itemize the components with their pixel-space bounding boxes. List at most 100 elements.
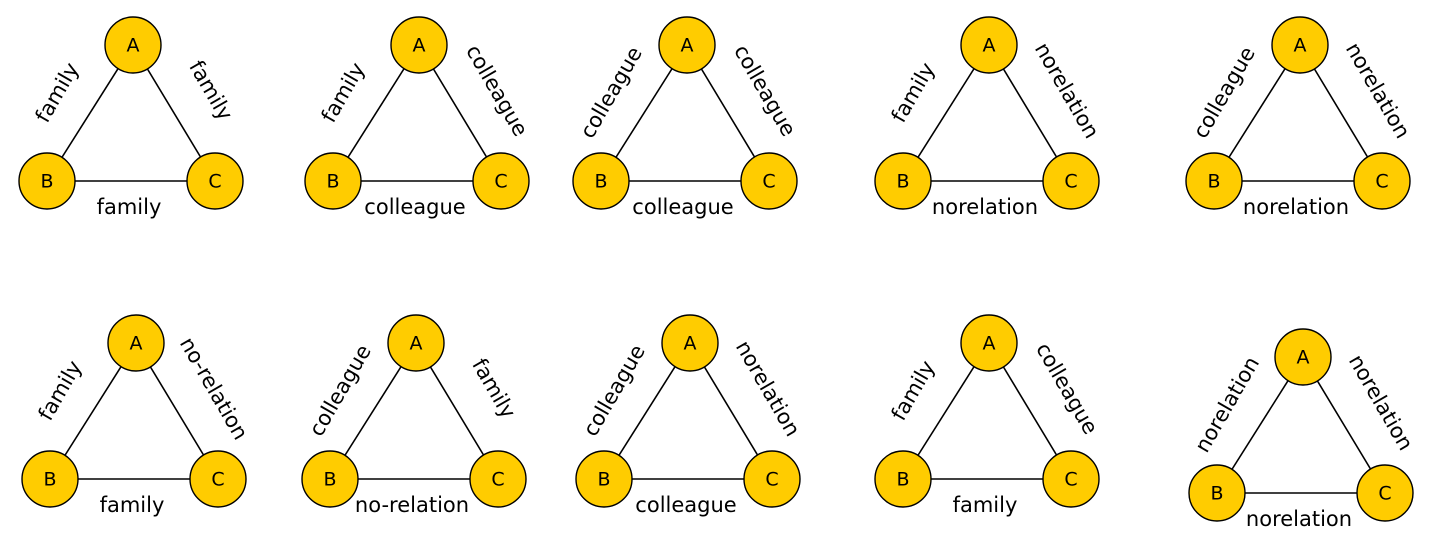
node-label-b: B [323, 469, 336, 491]
edge-label-a-c: colleague [461, 41, 532, 141]
edge-label-a-b: family [34, 356, 87, 424]
node-a [661, 314, 719, 372]
node-label-a: A [127, 35, 140, 57]
node-c [1042, 152, 1100, 210]
edge-label-b-c: colleague [635, 493, 736, 517]
node-a [1274, 328, 1332, 386]
edge-label-a-c: norelation [731, 337, 805, 441]
node-label-c: C [208, 171, 221, 193]
node-label-c: C [494, 171, 507, 193]
node-label-c: C [1375, 171, 1388, 193]
node-b [18, 152, 76, 210]
edge-label-b-c: family [100, 493, 165, 517]
node-label-a: A [413, 35, 426, 57]
node-c [472, 152, 530, 210]
node-a [104, 16, 162, 74]
edge-label-a-b: family [31, 58, 84, 126]
node-a [390, 16, 448, 74]
node-c [1353, 152, 1411, 210]
node-label-b: B [896, 469, 909, 491]
node-b [874, 152, 932, 210]
node-label-a: A [681, 35, 694, 57]
node-label-b: B [326, 171, 339, 193]
edge-label-b-c: colleague [364, 195, 465, 219]
node-label-c: C [491, 469, 504, 491]
edge-label-a-c: colleague [1031, 339, 1102, 439]
node-label-a: A [983, 35, 996, 57]
node-label-a: A [684, 333, 697, 355]
node-c [743, 450, 801, 508]
edge-label-b-c: family [953, 493, 1018, 517]
node-label-a: A [1297, 347, 1310, 369]
edge-label-a-b: family [887, 58, 940, 126]
node-label-a: A [1294, 35, 1307, 57]
node-b [572, 152, 630, 210]
node-label-b: B [40, 171, 53, 193]
edge-label-a-c: norelation [1341, 39, 1415, 143]
edge-label-b-c: norelation [1243, 195, 1349, 219]
edge-label-a-b: colleague [578, 341, 649, 441]
node-label-b: B [1210, 483, 1223, 505]
node-a [107, 314, 165, 372]
node-b [575, 450, 633, 508]
edge-label-a-c: family [184, 56, 237, 124]
node-b [1188, 464, 1246, 522]
node-b [874, 450, 932, 508]
edge-label-b-c: family [97, 195, 162, 219]
node-label-b: B [43, 469, 56, 491]
node-b [304, 152, 362, 210]
node-c [186, 152, 244, 210]
node-a [658, 16, 716, 74]
node-c [1042, 450, 1100, 508]
node-a [960, 314, 1018, 372]
node-b [301, 450, 359, 508]
node-a [387, 314, 445, 372]
edge-label-b-c: norelation [1246, 507, 1352, 531]
edge-label-a-b: colleague [304, 341, 375, 441]
node-label-b: B [597, 469, 610, 491]
node-label-c: C [211, 469, 224, 491]
node-c [1356, 464, 1414, 522]
edge-label-a-c: family [467, 354, 520, 422]
node-label-b: B [594, 171, 607, 193]
node-c [740, 152, 798, 210]
node-b [1185, 152, 1243, 210]
edge-label-a-c: colleague [729, 41, 800, 141]
edge-label-a-b: colleague [1188, 43, 1259, 143]
node-b [21, 450, 79, 508]
edge-label-a-b: norelation [1190, 353, 1264, 457]
edge-label-a-c: norelation [1030, 39, 1104, 143]
node-label-c: C [1064, 171, 1077, 193]
edge-label-b-c: norelation [932, 195, 1038, 219]
node-label-c: C [1378, 483, 1391, 505]
edge-label-a-b: family [317, 58, 370, 126]
node-label-b: B [896, 171, 909, 193]
edge-label-a-c: norelation [1344, 351, 1418, 455]
node-label-c: C [1064, 469, 1077, 491]
edge-label-a-b: family [887, 356, 940, 424]
node-label-c: C [765, 469, 778, 491]
node-label-b: B [1207, 171, 1220, 193]
node-label-a: A [410, 333, 423, 355]
edge-label-b-c: no-relation [355, 493, 469, 517]
node-label-a: A [130, 333, 143, 355]
node-a [1271, 16, 1329, 74]
edge-label-b-c: colleague [632, 195, 733, 219]
node-c [189, 450, 247, 508]
node-label-a: A [983, 333, 996, 355]
node-label-c: C [762, 171, 775, 193]
node-a [960, 16, 1018, 74]
edge-label-a-b: colleague [575, 43, 646, 143]
node-c [469, 450, 527, 508]
